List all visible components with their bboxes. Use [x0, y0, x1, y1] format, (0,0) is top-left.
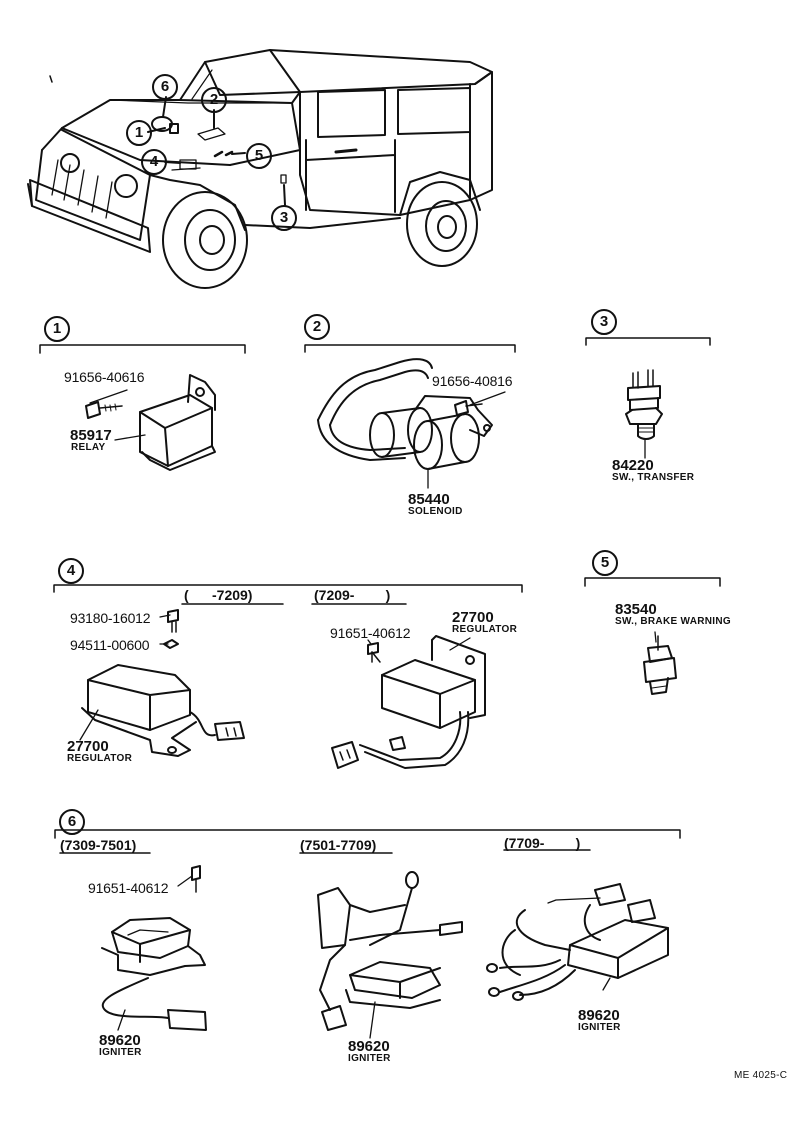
igniter-c-part-number: 89620 — [578, 1007, 620, 1024]
regulator-a-name: REGULATOR — [67, 753, 133, 764]
igniter-a-drawing — [101, 865, 207, 1031]
brake-switch-drawing — [643, 635, 677, 695]
brake-switch-name: SW., BRAKE WARNING — [615, 616, 731, 627]
regulator-a-drawing — [81, 609, 245, 757]
overview-callout-4: 4 — [141, 149, 167, 175]
section-brackets — [39, 337, 721, 854]
igniter-c-name: IGNITER — [578, 1022, 621, 1033]
section-2-number: 2 — [304, 314, 330, 340]
igniter-range-a: (7309-7501) — [60, 837, 137, 853]
section-6-number: 6 — [59, 809, 85, 835]
regulator-b-bolt-number: 91651-40612 — [330, 625, 411, 641]
overview-callout-1: 1 — [126, 120, 152, 146]
section-1-number: 1 — [44, 316, 70, 342]
solenoid-drawing — [317, 358, 493, 470]
solenoid-name: SOLENOID — [408, 506, 463, 517]
regulator-b-name: REGULATOR — [452, 624, 518, 635]
relay-bolt-number: 91656-40616 — [64, 369, 145, 385]
overview-callout-2: 2 — [201, 87, 227, 113]
relay-part-number: 85917 — [70, 427, 112, 444]
section-5-number: 5 — [592, 550, 618, 576]
regulator-range-b: (7209- ) — [314, 587, 391, 603]
relay-name: RELAY — [71, 442, 106, 453]
igniter-a-part-number: 89620 — [99, 1032, 141, 1049]
brake-switch-part-number: 83540 — [615, 601, 657, 618]
diagram-code: ME 4025-C — [734, 1070, 788, 1081]
section-4-number: 4 — [58, 558, 84, 584]
igniter-b-part-number: 89620 — [348, 1038, 390, 1055]
igniter-range-b: (7501-7709) — [300, 837, 377, 853]
overview-callout-3: 3 — [271, 205, 297, 231]
section-3-number: 3 — [591, 309, 617, 335]
solenoid-part-number: 85440 — [408, 491, 450, 508]
regulator-b-part-number: 27700 — [452, 609, 494, 626]
vehicle-illustration — [27, 49, 493, 289]
solenoid-bolt-number: 91656-40816 — [432, 373, 513, 389]
regulator-range-a: ( -7209) — [184, 587, 253, 603]
regulator-a-part-number: 27700 — [67, 738, 109, 755]
regulator-a-bolt-number: 93180-16012 — [70, 610, 151, 626]
igniter-b-drawing — [317, 871, 463, 1031]
leader-lines — [79, 389, 657, 1039]
igniter-bolt-number: 91651-40612 — [88, 880, 169, 896]
overview-callout-6: 6 — [152, 74, 178, 100]
regulator-b-drawing — [331, 635, 486, 769]
transfer-switch-drawing — [625, 369, 663, 440]
igniter-c-drawing — [486, 883, 669, 1001]
igniter-a-name: IGNITER — [99, 1047, 142, 1058]
igniter-b-name: IGNITER — [348, 1053, 391, 1064]
transfer-switch-name: SW., TRANSFER — [612, 472, 695, 483]
relay-drawing — [85, 374, 216, 471]
transfer-switch-part-number: 84220 — [612, 457, 654, 474]
igniter-range-c: (7709- ) — [504, 835, 581, 851]
overview-callout-5: 5 — [246, 143, 272, 169]
regulator-a-washer-number: 94511-00600 — [70, 637, 150, 653]
